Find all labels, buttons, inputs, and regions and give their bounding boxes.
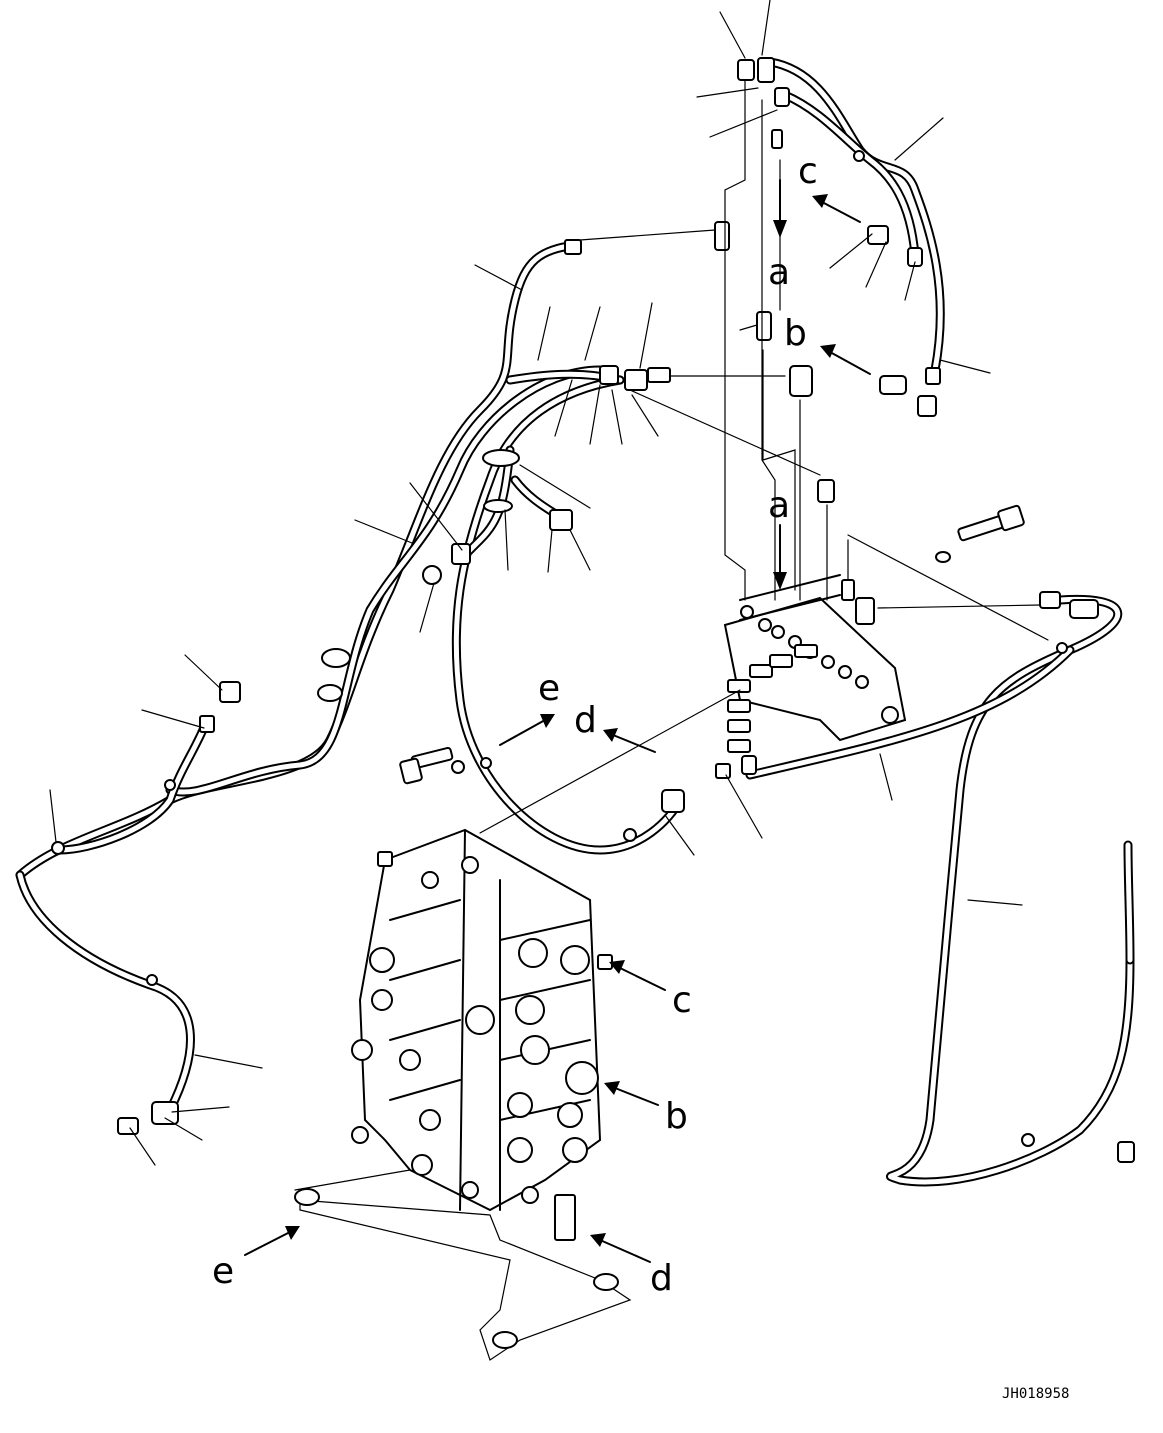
fitting-elbow-1: [789, 365, 813, 397]
fitting-cluster-1: [599, 365, 619, 385]
label-d-upper: d: [574, 700, 597, 741]
clamp-9: [164, 779, 176, 791]
main-control-valve: [294, 828, 632, 1361]
fitting-right-2: [1069, 599, 1099, 619]
fitting-hose-end-2: [925, 367, 941, 385]
fitting-cluster-2: [624, 369, 648, 391]
fitting-top-1: [737, 59, 755, 81]
fitting-b-2: [917, 395, 937, 417]
fitting-left-1: [219, 681, 241, 703]
fitting-mid-1: [451, 543, 471, 565]
fitting-small-2: [855, 597, 875, 625]
clamp-6: [1056, 642, 1068, 654]
label-c-lower: c: [672, 980, 692, 1021]
clamp-2: [483, 499, 513, 513]
hoses: [15, 57, 1135, 1187]
clamp-8: [51, 841, 65, 855]
label-e-upper: e: [538, 668, 560, 709]
clamp-3: [321, 648, 351, 668]
fitting-left-2: [199, 715, 215, 733]
fitting-top-4: [771, 129, 783, 149]
fitting-c-2: [907, 247, 923, 267]
label-b-lower: b: [665, 1096, 688, 1137]
fitting-top-3: [774, 87, 790, 107]
small-manifold: [723, 574, 907, 753]
fitting-mid-3: [549, 509, 573, 531]
fitting-tee-1: [714, 221, 730, 251]
fitting-right-top-end: [1117, 1141, 1135, 1163]
fitting-small-1: [841, 579, 855, 601]
fitting-mid-2: [422, 565, 442, 585]
routing-lines: [479, 79, 1049, 834]
fitting-b-1: [879, 375, 907, 395]
label-b-upper: b: [784, 313, 807, 354]
fitting-top-2: [757, 57, 775, 83]
clamp-10: [146, 974, 158, 986]
fitting-elbow-2: [817, 479, 835, 503]
leader-lines: [49, 0, 1023, 1166]
arrows: [244, 179, 871, 1263]
label-a-lower: a: [768, 485, 790, 526]
clamp-11: [623, 828, 637, 842]
clamp-1: [482, 449, 520, 467]
callout-labels: c a b a e d c b e d JH018958: [212, 151, 1069, 1402]
label-d-lower: d: [650, 1258, 673, 1299]
fitting-right-3: [741, 755, 757, 775]
fitting-d-1: [661, 789, 685, 813]
fitting-plug: [647, 367, 671, 383]
fitting-c-1: [867, 225, 889, 245]
label-c-upper: c: [798, 151, 818, 192]
hose-right-loop: [886, 594, 1135, 1187]
figure-code: JH018958: [1002, 1386, 1069, 1402]
fitting-hose-end-1: [564, 239, 582, 255]
fitting-tee-2: [756, 311, 772, 341]
clamp-4: [317, 684, 343, 702]
clamp-5: [853, 150, 865, 162]
fitting-left-4: [117, 1117, 139, 1135]
label-e-lower: e: [212, 1251, 234, 1292]
fitting-right-1: [1039, 591, 1061, 609]
bolt-center-left: [399, 746, 492, 785]
clamp-7: [1021, 1133, 1035, 1147]
bolt-top-right: [935, 504, 1025, 563]
label-a-upper: a: [768, 252, 790, 293]
fitting-right-4: [715, 763, 731, 779]
fitting-left-3: [151, 1101, 179, 1125]
